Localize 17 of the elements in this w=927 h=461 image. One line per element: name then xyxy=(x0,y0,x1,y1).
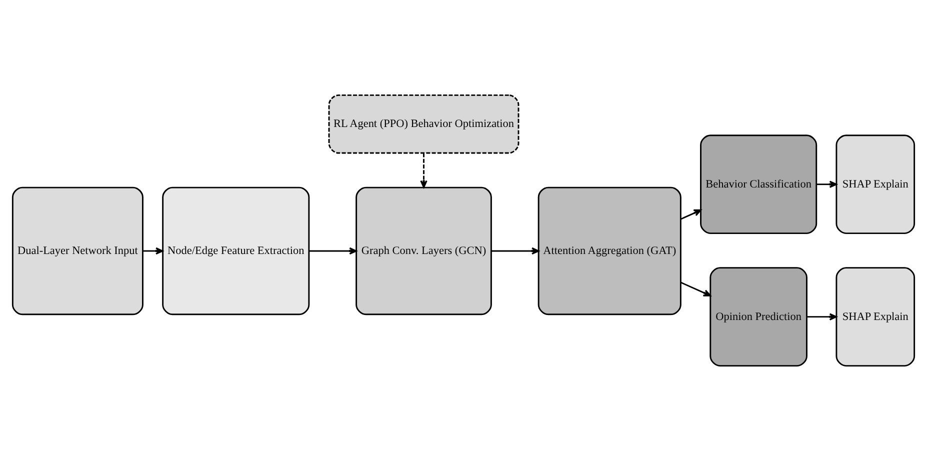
arrow xyxy=(420,153,428,188)
arrow xyxy=(806,313,838,320)
node-box: Opinion Prediction xyxy=(710,267,808,367)
node-box: Node/Edge Feature Extraction xyxy=(162,186,310,316)
arrow xyxy=(816,180,838,188)
node-box: SHAP Explain xyxy=(836,267,916,367)
arrow xyxy=(680,209,702,220)
arrow xyxy=(308,247,357,255)
node-box: Behavior Classification xyxy=(700,134,818,234)
node-box: Attention Aggregation (GAT) xyxy=(538,186,682,316)
node-box: Dual-Layer Network Input xyxy=(12,186,144,316)
node-box: RL Agent (PPO) Behavior Optimization xyxy=(328,94,520,154)
node-box: Graph Conv. Layers (GCN) xyxy=(356,186,492,316)
arrow xyxy=(491,247,540,255)
arrow xyxy=(680,282,712,296)
node-box: SHAP Explain xyxy=(836,134,916,234)
arrow xyxy=(142,247,164,255)
